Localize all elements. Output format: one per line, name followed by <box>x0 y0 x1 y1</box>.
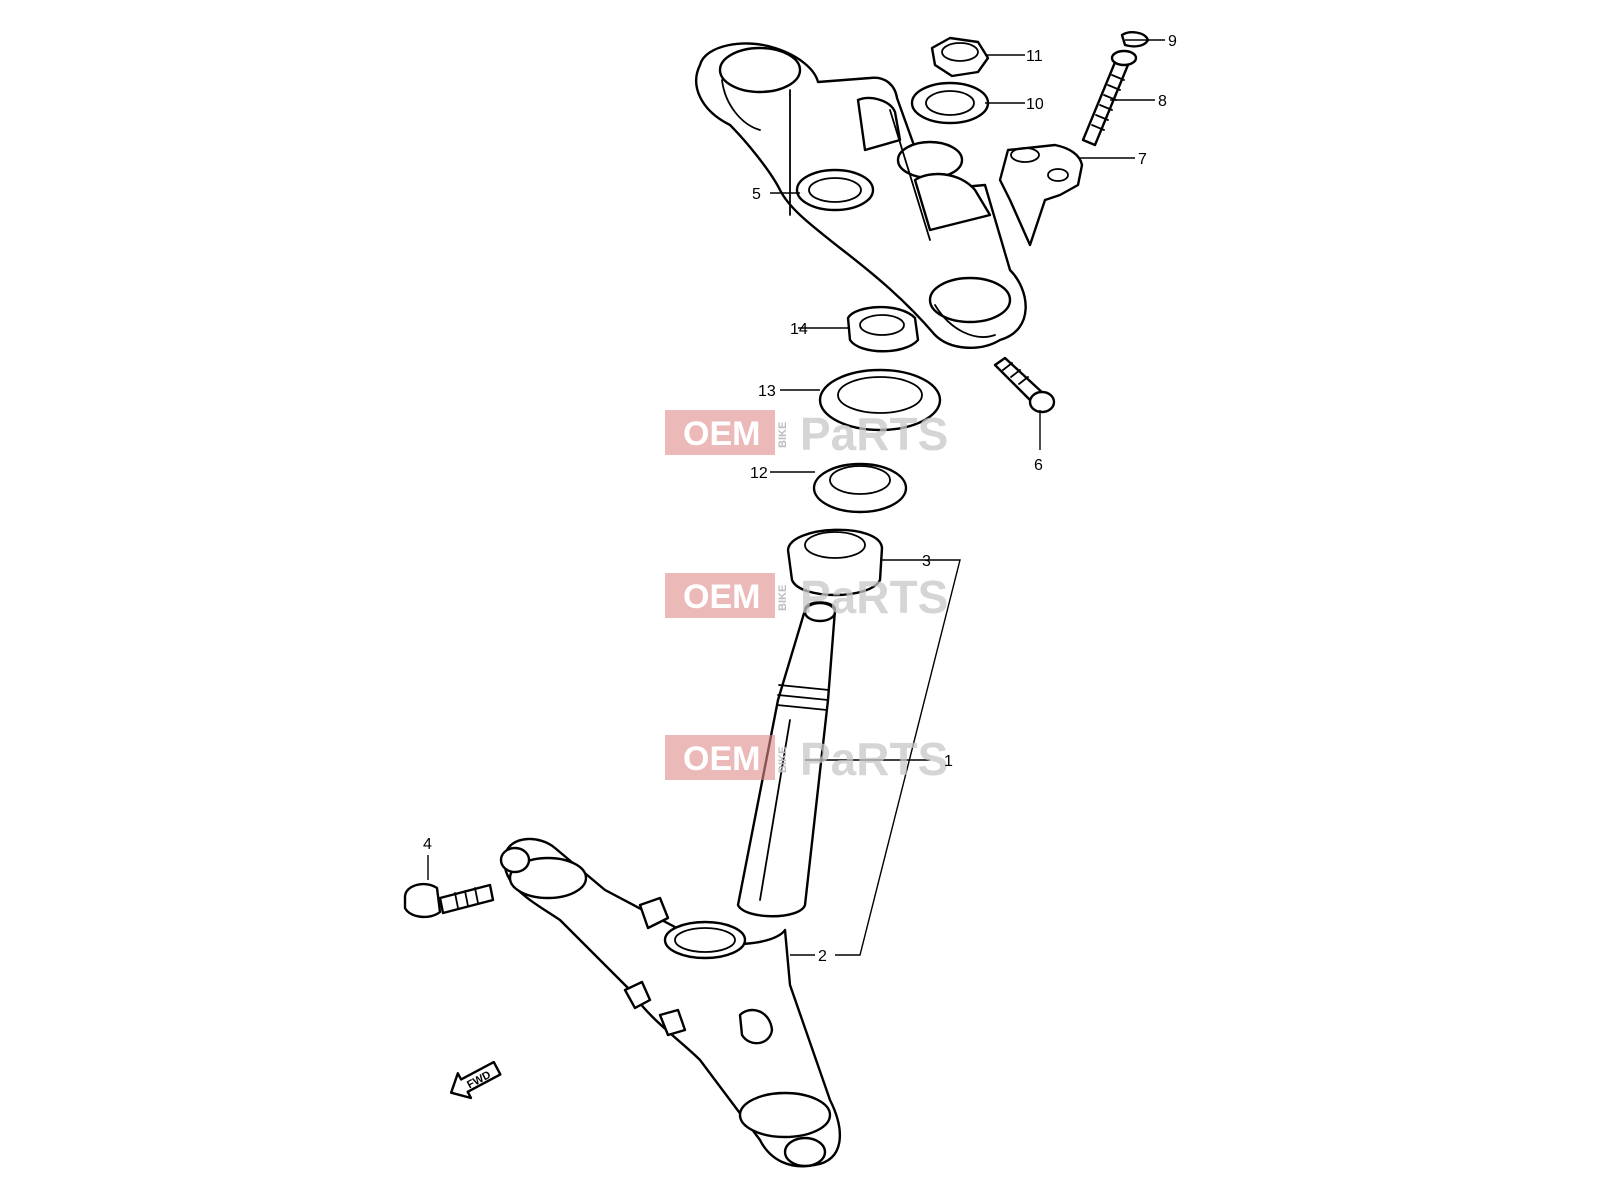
fwd-arrow: FWD <box>449 1060 502 1100</box>
upper-bearing <box>812 462 908 514</box>
steering-stem <box>736 601 837 918</box>
watermark-parts-text: PaRTS <box>800 571 948 623</box>
watermark-parts-text: PaRTS <box>800 408 948 460</box>
holder-bolt <box>1081 49 1138 147</box>
fwd-label: FWD <box>465 1069 493 1091</box>
watermark-oem-text: OEM <box>683 740 760 778</box>
callout-7: 7 <box>1138 151 1147 168</box>
watermark-bike-text: BIKE <box>777 747 789 773</box>
callout-4: 4 <box>423 836 432 853</box>
watermark-parts-text: PaRTS <box>800 733 948 785</box>
handlebar-holder <box>998 143 1084 247</box>
watermark-3: OEM BIKE PaRTS <box>665 733 948 785</box>
steering-stem-nut <box>930 36 990 78</box>
clamp-bolt <box>993 356 1056 414</box>
callout-6: 6 <box>1034 457 1043 474</box>
washer <box>910 81 990 125</box>
dust-seal <box>818 368 942 432</box>
watermark-oem-text: OEM <box>683 578 760 616</box>
lower-bracket <box>499 837 842 1168</box>
watermark-bike-text: BIKE <box>777 585 789 611</box>
callout-11: 11 <box>1026 48 1043 65</box>
callout-8: 8 <box>1158 93 1167 110</box>
callout-9: 9 <box>1168 33 1177 50</box>
callout-1: 1 <box>944 753 953 770</box>
watermark-bike-text: BIKE <box>777 422 789 448</box>
callout-10: 10 <box>1026 96 1044 113</box>
lock-nut <box>846 305 920 353</box>
bracket-bolt <box>403 882 495 919</box>
callout-2: 2 <box>818 948 827 965</box>
upper-triple-clamp <box>695 42 1027 349</box>
callout-13: 13 <box>758 383 776 400</box>
watermark-2: OEM BIKE PaRTS <box>665 571 948 623</box>
lower-bearing <box>786 528 884 597</box>
watermark-oem-text: OEM <box>683 415 760 453</box>
watermark-1: OEM BIKE PaRTS <box>665 408 948 460</box>
callout-5: 5 <box>752 186 761 203</box>
callout-3: 3 <box>922 553 931 570</box>
callout-14: 14 <box>790 321 808 338</box>
callout-12: 12 <box>750 465 768 482</box>
callout-leaders <box>427 39 1165 956</box>
